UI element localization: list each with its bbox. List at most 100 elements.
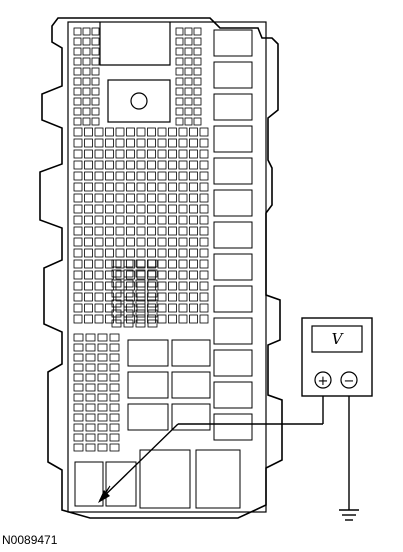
fuse-cell <box>94 193 104 203</box>
fuse-cell <box>109 443 120 452</box>
fuse-cell <box>178 160 188 170</box>
fuse-cell <box>85 333 96 342</box>
fuse-cell <box>123 319 134 328</box>
fuse-cell <box>175 117 184 126</box>
fuse-cell <box>193 67 202 76</box>
fuse-cell <box>168 138 177 148</box>
fuse-cell <box>73 433 84 442</box>
fuse-cell <box>73 248 83 258</box>
fuse-cell <box>193 27 202 36</box>
fuse-cell <box>82 117 91 126</box>
fuse-cell <box>157 204 167 214</box>
fuse-cell <box>82 57 91 66</box>
fuse-cell <box>73 363 84 372</box>
fuse-cell <box>175 27 184 36</box>
fuse-cell <box>115 215 125 225</box>
fuse-cell <box>147 248 156 258</box>
fuse-cell <box>193 107 202 116</box>
fuse-cell <box>157 226 167 236</box>
fuse-cell <box>184 27 193 36</box>
fuse-cell <box>111 299 122 308</box>
fuse-cell <box>157 182 167 192</box>
fuse-cell <box>147 160 156 170</box>
fuse-cell <box>157 237 167 247</box>
fuse-cell <box>85 393 96 402</box>
fuse-cell <box>135 289 146 298</box>
fuse-cell <box>168 226 177 236</box>
fuse-cell <box>115 204 125 214</box>
fuse-cell <box>109 333 120 342</box>
fuse-cell <box>105 226 114 236</box>
fuse-cell <box>82 107 91 116</box>
fuse-cell <box>105 149 114 159</box>
fuse-cell <box>94 314 104 324</box>
fuse-cell <box>136 193 146 203</box>
fuse-cell <box>199 182 209 192</box>
fuse-cell <box>109 433 120 442</box>
fuse-cell <box>123 259 134 268</box>
fuse-cell <box>168 270 177 280</box>
fuse-cell <box>105 281 114 291</box>
fuse-cell <box>109 413 120 422</box>
fuse-cell <box>184 97 193 106</box>
fuse-cell <box>175 67 184 76</box>
fuse-cell <box>168 149 177 159</box>
fuse-cell <box>105 314 114 324</box>
fuse-cell <box>126 138 135 148</box>
fuse-cell <box>184 37 193 46</box>
fuse-cell <box>105 215 114 225</box>
fuse-cell <box>147 149 156 159</box>
fuse-cell <box>109 383 120 392</box>
fuse-cell <box>184 57 193 66</box>
fuse-cell <box>189 248 198 258</box>
fuse-cell <box>105 138 114 148</box>
fuse-cell <box>73 215 83 225</box>
fuse-cell <box>94 270 104 280</box>
fuse-cell <box>73 204 83 214</box>
fuse-cell <box>115 270 125 280</box>
fuse-cell <box>97 333 108 342</box>
fuse-cell <box>94 259 104 269</box>
fuse-cell <box>178 270 188 280</box>
fuse-cell <box>147 269 158 278</box>
fuse-cell <box>73 107 82 116</box>
fuse-cell <box>126 314 135 324</box>
fuse-cell <box>168 314 177 324</box>
fuse-cell <box>178 171 188 181</box>
fuse-cell <box>157 281 167 291</box>
fuse-cell <box>184 67 193 76</box>
fuse-cell <box>91 87 100 96</box>
fuse-cell <box>115 281 125 291</box>
fuse-cell <box>94 160 104 170</box>
fuse-cell <box>147 279 158 288</box>
fuse-cell <box>147 309 158 318</box>
fuse-cell <box>193 77 202 86</box>
fuse-cell <box>84 281 93 291</box>
fuse-cell <box>126 215 135 225</box>
fuse-cell <box>73 403 84 412</box>
fuse-cell <box>97 373 108 382</box>
fuse-cell <box>199 292 209 302</box>
fuse-cell <box>157 160 167 170</box>
fuse-cell <box>147 138 156 148</box>
fuse-cell <box>168 171 177 181</box>
fuse-cell <box>91 97 100 106</box>
fuse-cell <box>85 423 96 432</box>
fuse-cell <box>91 107 100 116</box>
fuse-cell <box>147 303 156 313</box>
fuse-cell <box>157 138 167 148</box>
fuse-cell <box>147 237 156 247</box>
fuse-cell <box>136 138 146 148</box>
fuse-cell <box>136 281 146 291</box>
fuse-cell <box>82 67 91 76</box>
fuse-cell <box>73 27 82 36</box>
fuse-cell <box>189 193 198 203</box>
fuse-cell <box>91 57 100 66</box>
fuse-cell <box>168 193 177 203</box>
fuse-cell <box>126 237 135 247</box>
fuse-cell <box>193 37 202 46</box>
fuse-cell <box>157 193 167 203</box>
fuse-cell <box>94 171 104 181</box>
fuse-cell <box>73 413 84 422</box>
fuse-cell <box>94 281 104 291</box>
